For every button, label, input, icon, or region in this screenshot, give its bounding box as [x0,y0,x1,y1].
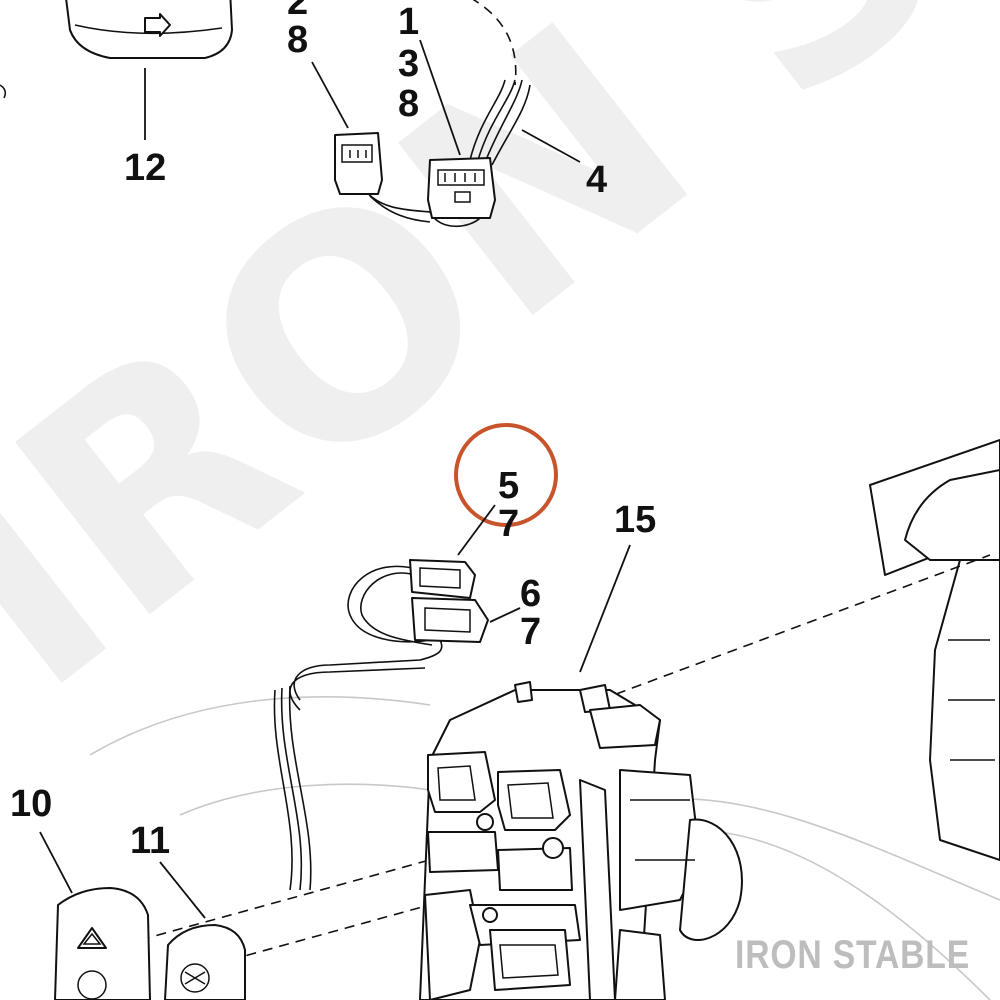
callout-1: 1 [398,1,419,43]
callout-8-mid: 8 [398,83,419,125]
callout-11: 11 [130,820,170,862]
assembly-line-15 [599,554,991,701]
switch-cap-12 [65,0,233,59]
leader-1-3-8 [419,39,461,156]
callout-4: 4 [586,159,607,201]
leader-6-7 [489,607,521,623]
switch-cap-10 [54,887,151,1000]
callout-15: 15 [614,499,656,541]
callout-10: 10 [10,783,52,825]
harness-connectors [273,559,489,891]
leader-5-7 [457,504,496,556]
leader-4 [521,129,581,163]
watermark-corner-text: IRON STABLE [735,933,970,977]
watermark: IRON STABLE [0,0,1000,756]
edge-mark [0,84,7,99]
switch-housing-15 [419,681,743,1000]
housing-right [869,439,1000,861]
callout-3: 3 [398,43,419,85]
leader-11 [159,861,206,919]
handlebar-outline [89,696,1000,1000]
callout-7-upper: 7 [498,503,519,545]
callout-6: 6 [520,573,541,615]
switch-cap-11 [164,924,246,1000]
callout-labels: 2 8 1 3 8 12 4 5 7 15 6 7 10 11 [10,0,656,862]
leader-2-8 [311,61,349,129]
upper-connectors [334,0,531,227]
callout-12: 12 [124,147,166,189]
callout-5: 5 [498,465,519,507]
watermark-text: IRON STABLE [0,0,1000,756]
leader-10 [39,831,73,894]
callout-7-lower: 7 [520,611,541,653]
highlight-circle [454,423,558,527]
leader-15 [579,544,631,673]
callout-8-top: 8 [287,19,308,61]
callout-2: 2 [287,0,308,23]
